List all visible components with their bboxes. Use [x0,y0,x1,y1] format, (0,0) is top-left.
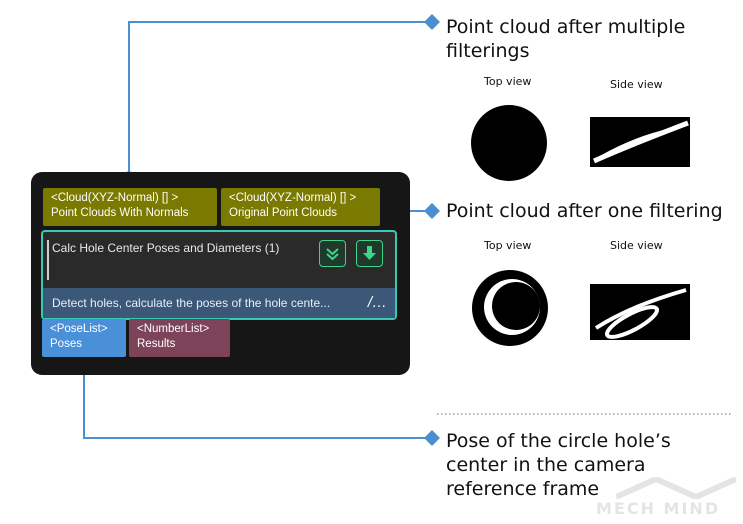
edit-icon[interactable]: /… [367,294,387,311]
point-cloud-top-view-multi [471,105,547,181]
output-port-name: Results [137,338,176,350]
output-port-poses[interactable]: <PoseList> Poses [42,319,126,357]
download-icon [363,246,376,260]
step-indicator-bar [47,240,49,280]
input-port-type: <Cloud(XYZ-Normal) [] > [229,192,357,204]
output-port-type: <PoseList> [50,323,108,335]
top-view-label: Top view [484,239,532,252]
expand-icon [326,248,339,261]
watermark-logo: MECH MIND [596,477,736,521]
connector-pose [83,366,432,439]
step-title: Calc Hole Center Poses and Diameters (1) [52,241,280,255]
input-port-name: Point Clouds With Normals [51,207,189,219]
input-port-original-point-clouds[interactable]: <Cloud(XYZ-Normal) [] > Original Point C… [221,188,380,226]
step-description-text: Detect holes, calculate the poses of the… [52,296,331,310]
step-node[interactable]: <Cloud(XYZ-Normal) [] > Point Clouds Wit… [31,172,410,375]
output-port-type: <NumberList> [137,323,210,335]
input-port-point-clouds-with-normals[interactable]: <Cloud(XYZ-Normal) [] > Point Clouds Wit… [43,188,217,226]
callout-pose: Pose of the circle hole’s center in the … [446,430,671,500]
step-description[interactable]: Detect holes, calculate the poses of the… [43,288,395,318]
input-port-name: Original Point Clouds [229,207,338,219]
point-cloud-top-view-one [472,270,548,346]
output-port-name: Poses [50,338,82,350]
top-view-label: Top view [484,75,532,88]
output-port-results[interactable]: <NumberList> Results [129,319,230,357]
expand-button[interactable] [319,240,346,267]
diamond-marker-icon [424,203,440,219]
callout-one-filter: Point cloud after one filtering [446,200,723,222]
connector-multi-filter [128,21,432,178]
download-button[interactable] [356,240,383,267]
point-cloud-side-view-multi [590,117,690,167]
step-body[interactable]: Calc Hole Center Poses and Diameters (1)… [41,230,397,320]
point-cloud-side-view-one [590,284,690,340]
diamond-marker-icon [424,14,440,30]
side-view-label: Side view [610,239,663,252]
input-port-type: <Cloud(XYZ-Normal) [] > [51,192,179,204]
diamond-marker-icon [424,430,440,446]
side-view-label: Side view [610,78,663,91]
callout-multi-filter: Point cloud after multiple filterings [446,16,686,62]
